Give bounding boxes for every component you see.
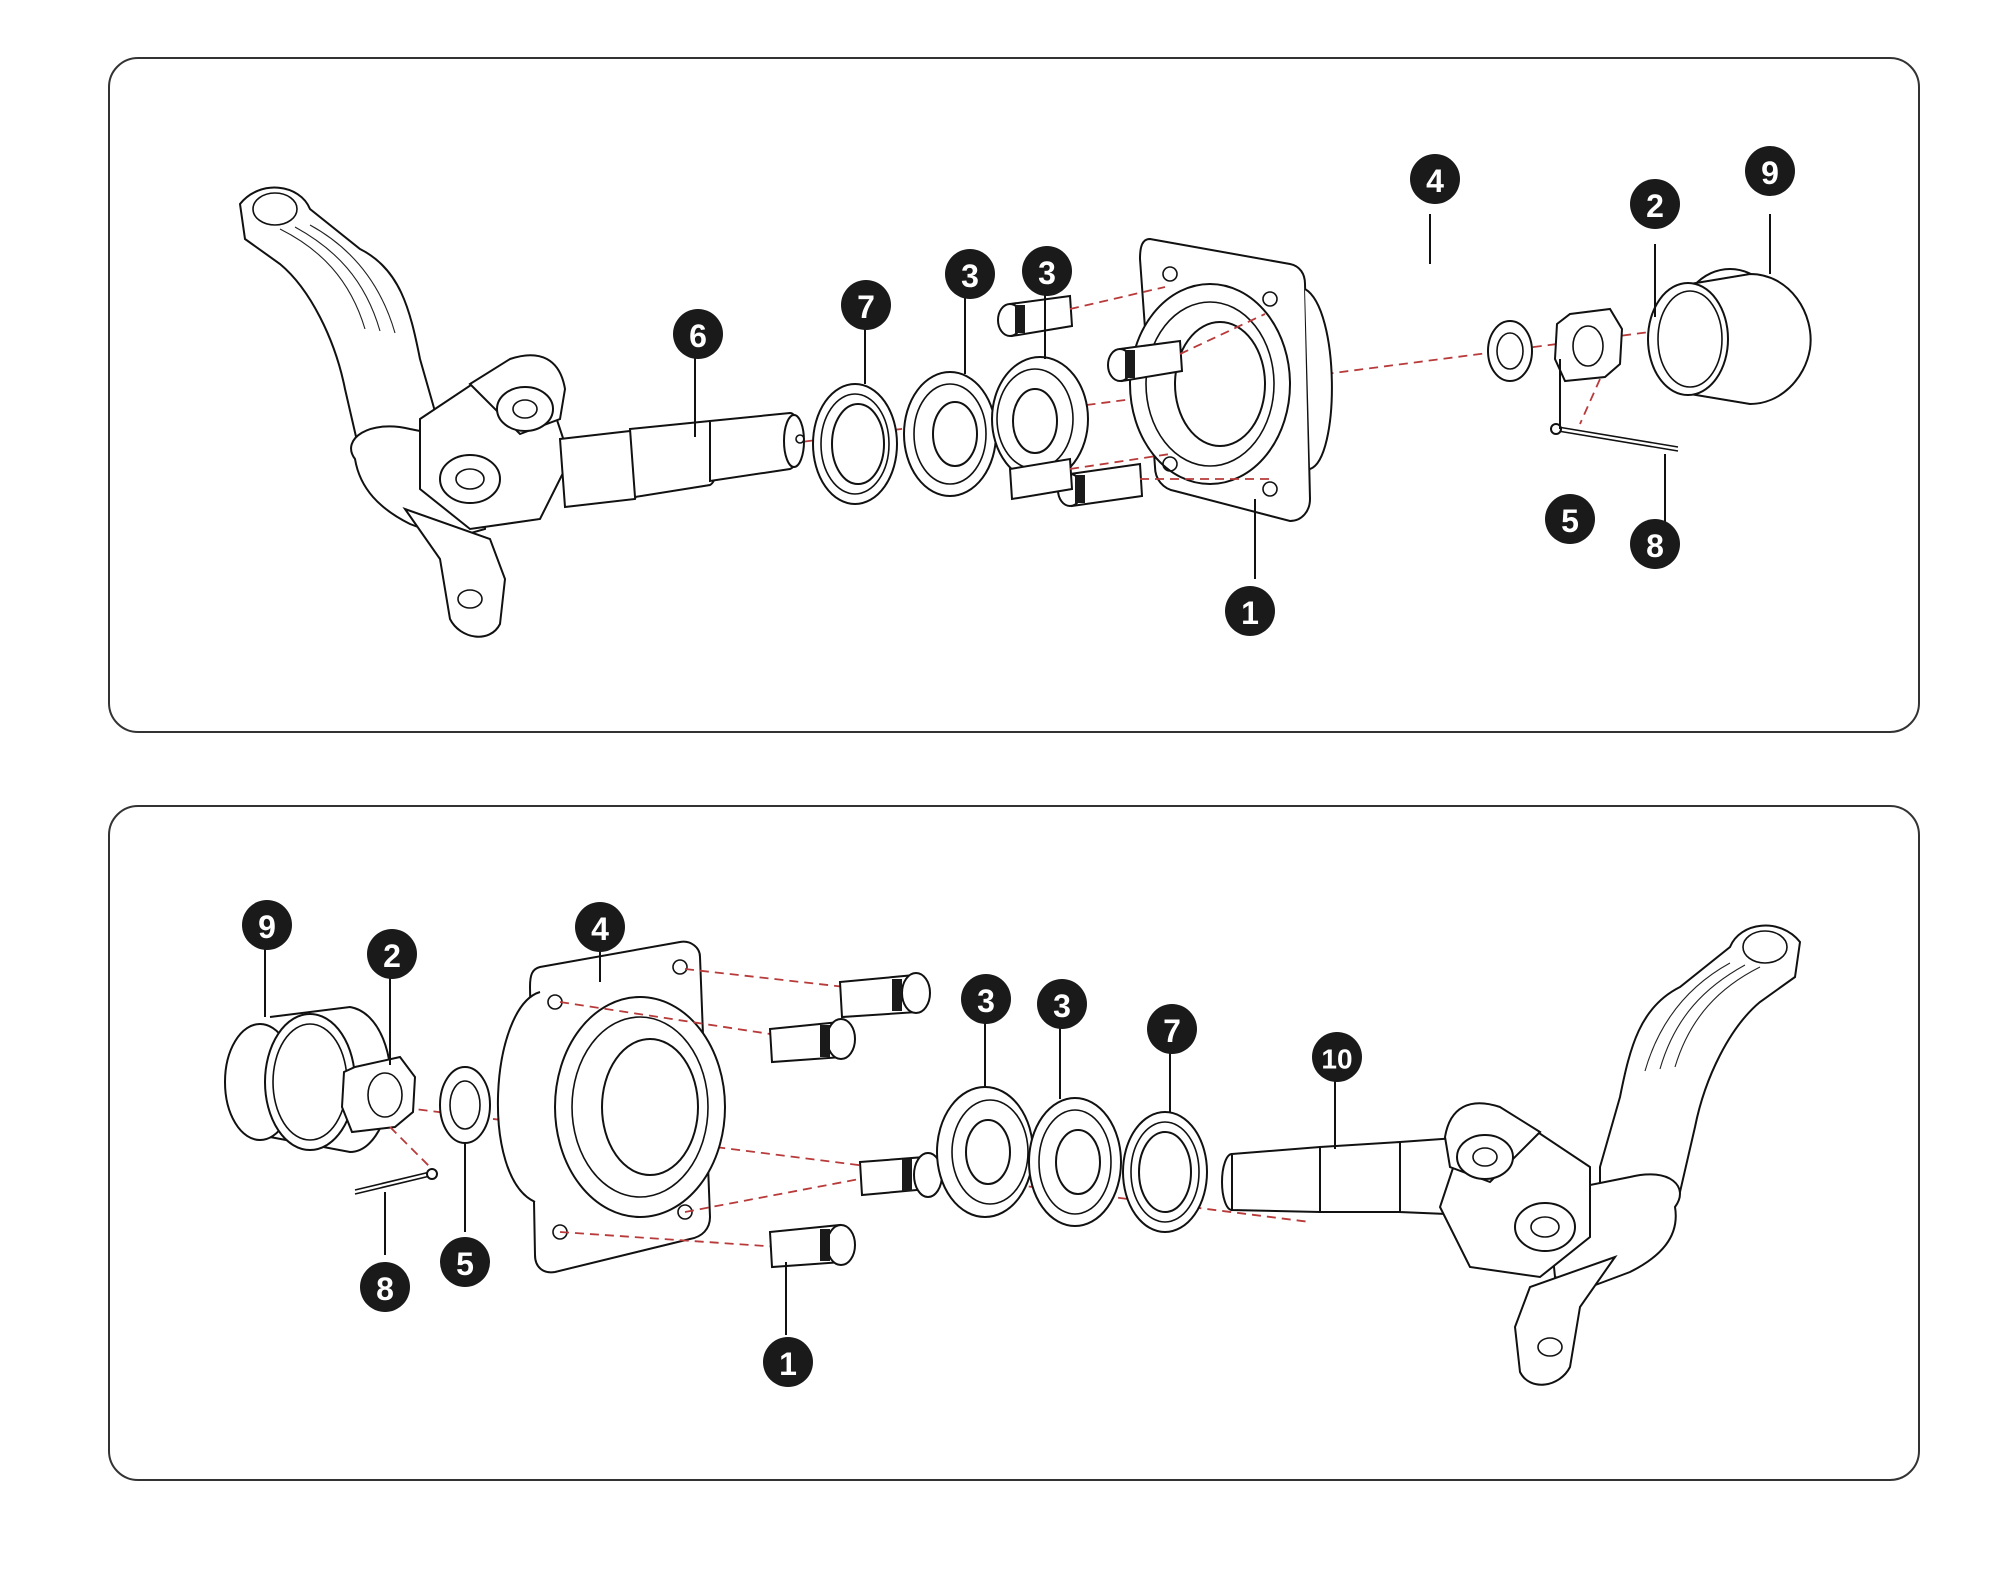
svg-text:2: 2 [383,938,401,974]
callout-3a: 3 [945,249,995,299]
svg-text:5: 5 [1561,503,1579,539]
callout-5: 5 [1545,494,1595,544]
callout-1: 1 [1225,586,1275,636]
callout-3b: 3 [1037,979,1087,1029]
svg-text:3: 3 [1038,255,1056,291]
svg-text:3: 3 [961,258,979,294]
washer [1487,320,1533,382]
svg-text:8: 8 [1646,528,1664,564]
castle-nut [1553,307,1624,383]
callout-8: 8 [360,1262,410,1312]
spindle [558,411,805,509]
callout-4: 4 [1410,154,1460,204]
svg-text:4: 4 [591,911,609,947]
callout-5: 5 [440,1237,490,1287]
grease-seal [1122,1111,1208,1233]
svg-text:5: 5 [456,1246,474,1282]
exploded-view-top: 1 2 3 3 4 5 6 7 8 9 [238,146,1812,638]
svg-text:9: 9 [258,909,276,945]
callout-7: 7 [1147,1004,1197,1054]
callout-10: 10 [1312,1032,1362,1082]
cotter-pin [1550,378,1679,452]
callout-4: 4 [575,902,625,952]
svg-text:1: 1 [1241,595,1259,631]
cotter-pin [354,1126,438,1195]
diagram-panel-top: 1 2 3 3 4 5 6 7 8 9 [108,57,1920,733]
grease-seal [812,383,898,505]
svg-text:10: 10 [1321,1044,1352,1075]
hub-flange [1129,237,1333,523]
callout-6: 6 [673,309,723,359]
outer-bearing [936,1086,1034,1218]
steering-knuckle [1438,924,1802,1386]
svg-text:6: 6 [689,318,707,354]
wheel-stud [559,968,943,1269]
callout-1: 1 [763,1337,813,1387]
svg-text:1: 1 [779,1346,797,1382]
svg-text:7: 7 [1163,1013,1181,1049]
callout-3b: 3 [1022,246,1072,296]
svg-text:3: 3 [1053,988,1071,1024]
svg-text:9: 9 [1761,155,1779,191]
washer [439,1066,491,1144]
steering-knuckle [238,186,572,638]
wheel-stud [997,286,1270,508]
svg-text:8: 8 [376,1271,394,1307]
exploded-view-bottom: 9 2 4 5 8 3 3 7 10 1 [224,900,1802,1387]
svg-text:4: 4 [1426,163,1444,199]
svg-text:2: 2 [1646,188,1664,224]
callout-9: 9 [1745,146,1795,196]
callout-3a: 3 [961,974,1011,1024]
callout-2: 2 [1630,179,1680,229]
inner-bearing [991,356,1089,482]
hub-flange [496,940,726,1274]
diagram-panel-bottom: 9 2 4 5 8 3 3 7 10 1 [108,805,1920,1481]
inner-bearing [1028,1097,1122,1227]
callout-8: 8 [1630,519,1680,569]
callout-7: 7 [841,280,891,330]
castle-nut [340,1055,417,1134]
svg-text:7: 7 [857,289,875,325]
callout-2: 2 [367,929,417,979]
svg-text:3: 3 [977,983,995,1019]
dust-cap [1647,268,1812,406]
outer-bearing [903,371,997,497]
callout-9: 9 [242,900,292,950]
